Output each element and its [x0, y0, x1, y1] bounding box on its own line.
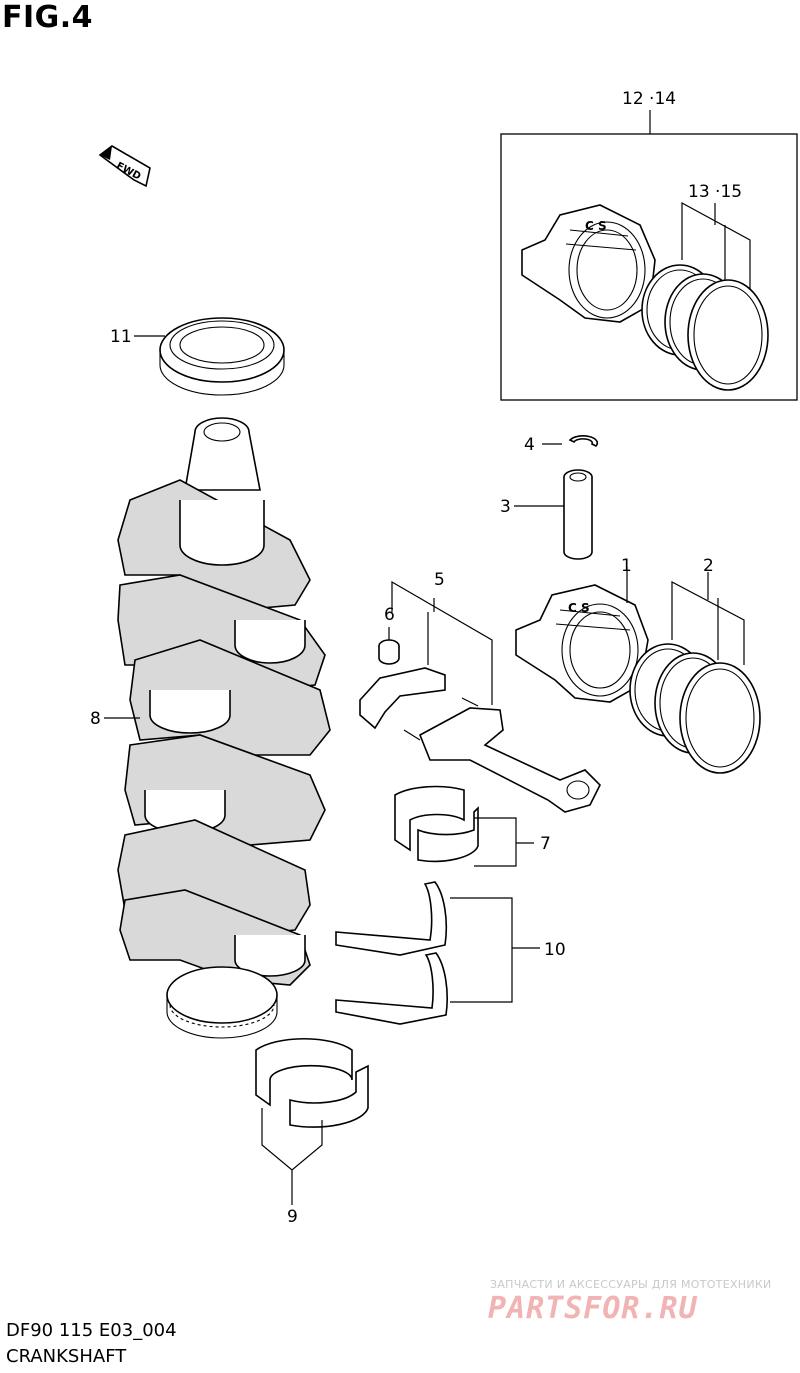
watermark-caption: ЗАПЧАСТИ И АКСЕССУАРЫ ДЛЯ МОТОТЕХНИКИ — [490, 1278, 772, 1291]
callout-9: 9 — [287, 1207, 298, 1227]
watermark-logo: PARTSFOR.RU — [488, 1291, 698, 1326]
circlip-4 — [568, 435, 599, 447]
svg-text:C S: C S — [568, 601, 590, 615]
figure-title: FIG.4 — [2, 0, 94, 35]
callout-3: 3 — [500, 497, 511, 517]
figure-name: CRANKSHAFT — [6, 1346, 127, 1367]
callout-8: 8 — [90, 709, 101, 729]
thrust-washer-10 — [335, 881, 448, 1025]
figure-code: DF90 115 E03_004 — [6, 1320, 177, 1341]
callout-10: 10 — [544, 940, 566, 960]
piston-set-box — [500, 133, 798, 401]
callout-2: 2 — [703, 556, 714, 576]
piston-rings-2 — [629, 643, 761, 774]
main-bearing-9 — [255, 1037, 369, 1128]
bearing-7 — [394, 785, 479, 863]
piston-rings-13 — [641, 264, 769, 391]
fwd-arrow-icon: FWD — [98, 145, 151, 188]
callout-1: 1 — [621, 556, 632, 576]
svg-text:C S: C S — [585, 219, 607, 233]
callout-5: 5 — [434, 570, 445, 590]
callout-4: 4 — [524, 435, 535, 455]
piston-12: C S — [521, 204, 656, 323]
callout-7: 7 — [540, 834, 551, 854]
callout-6: 6 — [384, 605, 395, 625]
callout-11: 11 — [110, 327, 132, 347]
crankshaft-8 — [117, 417, 331, 1039]
bushing-6 — [378, 639, 400, 665]
piston-pin-3 — [563, 469, 593, 560]
callout-13-15: 13 ·15 — [688, 182, 742, 202]
callout-12-14: 12 ·14 — [622, 89, 676, 109]
oil-seal-11 — [159, 317, 285, 396]
piston-1: C S — [515, 584, 649, 703]
connecting-rod-5 — [359, 667, 601, 813]
